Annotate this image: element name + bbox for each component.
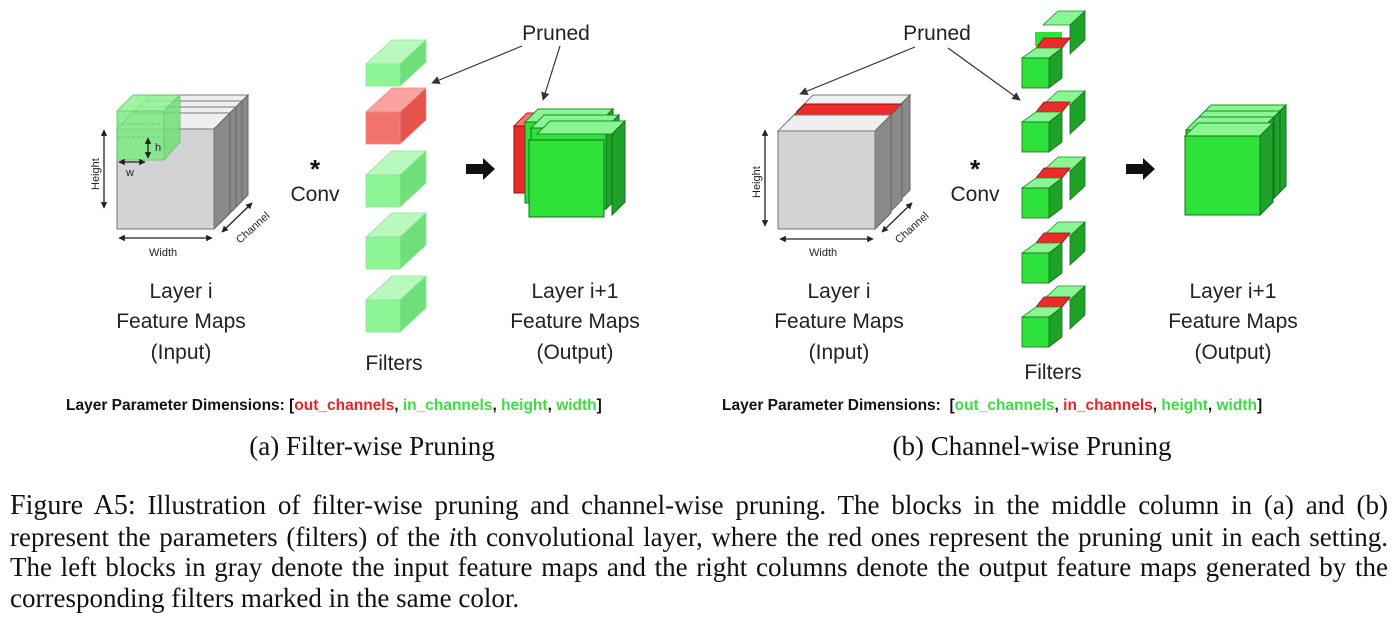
param-dimensions-a: Layer Parameter Dimensions: [out_channel… [66, 397, 602, 414]
subcaption-a: (a) Filter-wise Pruning [249, 431, 494, 461]
caption-text-part2: th convolutional layer, where the red on… [10, 521, 1389, 613]
output-slice-front [1183, 121, 1275, 217]
height-label: Height [90, 158, 102, 190]
channel-dimension-arrow [881, 202, 913, 233]
filter-block [364, 212, 428, 270]
pruned-label: Pruned [522, 22, 590, 45]
output-feature-map-stack-a [512, 107, 627, 218]
pruned-label: Pruned [903, 22, 971, 45]
channel-dimension-arrow [221, 202, 253, 233]
right-arrow [466, 158, 495, 180]
filter-block-with-pruned-channel [1020, 221, 1087, 284]
output-label-line1: Layer i+1 [532, 280, 619, 303]
output-label-line2: Feature Maps [1168, 310, 1298, 333]
filters-label: Filters [365, 352, 422, 375]
caption-text-part1: Illustration of filter-wise pruning and … [10, 490, 1389, 552]
caption-italic-i: i [448, 521, 457, 552]
panel-b: Height Width Channel Layer i Feature Map… [722, 10, 1298, 461]
filter-block-with-pruned-channel [1020, 156, 1087, 219]
input-label-line2: Feature Maps [774, 310, 904, 333]
right-arrow [1126, 158, 1155, 180]
h-label: h [155, 142, 161, 154]
pruned-arrow-to-filter [947, 47, 1021, 101]
filter-block-with-pruned-channel [1020, 285, 1087, 348]
receptive-field-window [115, 93, 182, 162]
caption-label: Figure A5: [10, 490, 136, 521]
subcaption-b: (b) Channel-wise Pruning [893, 431, 1172, 461]
input-feature-map-stack-a: h w Height Width Channel [90, 93, 272, 259]
height-label: Height [751, 166, 763, 198]
conv-label: Conv [290, 183, 340, 206]
pruned-arrow-to-output [541, 45, 561, 101]
filter-column-a [364, 39, 428, 333]
w-label: w [125, 167, 134, 179]
output-label-line3: (Output) [536, 341, 613, 364]
output-label-line2: Feature Maps [510, 310, 640, 333]
conv-star: * [310, 154, 321, 184]
pruned-arrow-to-input [799, 46, 916, 96]
figure-caption: Figure A5: Illustration of filter-wise p… [10, 490, 1388, 613]
input-label-line3: (Input) [151, 341, 212, 364]
output-slice-front [528, 119, 627, 218]
filter-block [364, 275, 428, 333]
filter-block-pruned [364, 87, 428, 145]
filter-block [364, 150, 428, 208]
conv-label: Conv [950, 183, 1000, 206]
panel-a: h w Height Width Channel Layer i Feature… [66, 22, 640, 461]
input-feature-map-stack-b: Height Width Channel [751, 93, 931, 259]
output-feature-map-stack-b [1183, 103, 1288, 217]
channel-slice-front [776, 113, 893, 231]
pruned-arrow-to-filter [431, 45, 523, 85]
filter-block [364, 39, 428, 87]
param-dimensions-b: Layer Parameter Dimensions: [out_channel… [722, 397, 1262, 414]
filter-block-with-pruned-channel [1020, 90, 1087, 153]
filter-block-with-pruned-channel [1020, 10, 1087, 89]
input-label-line2: Feature Maps [116, 310, 246, 333]
input-label-line3: (Input) [809, 341, 870, 364]
output-label-line3: (Output) [1194, 341, 1271, 364]
input-label-line1: Layer i [807, 280, 870, 303]
input-label-line1: Layer i [149, 280, 212, 303]
filters-label: Filters [1024, 361, 1081, 384]
width-label: Width [809, 247, 837, 259]
filter-column-b [1020, 10, 1087, 348]
conv-star: * [970, 154, 981, 184]
output-label-line1: Layer i+1 [1190, 280, 1277, 303]
width-label: Width [149, 247, 177, 259]
